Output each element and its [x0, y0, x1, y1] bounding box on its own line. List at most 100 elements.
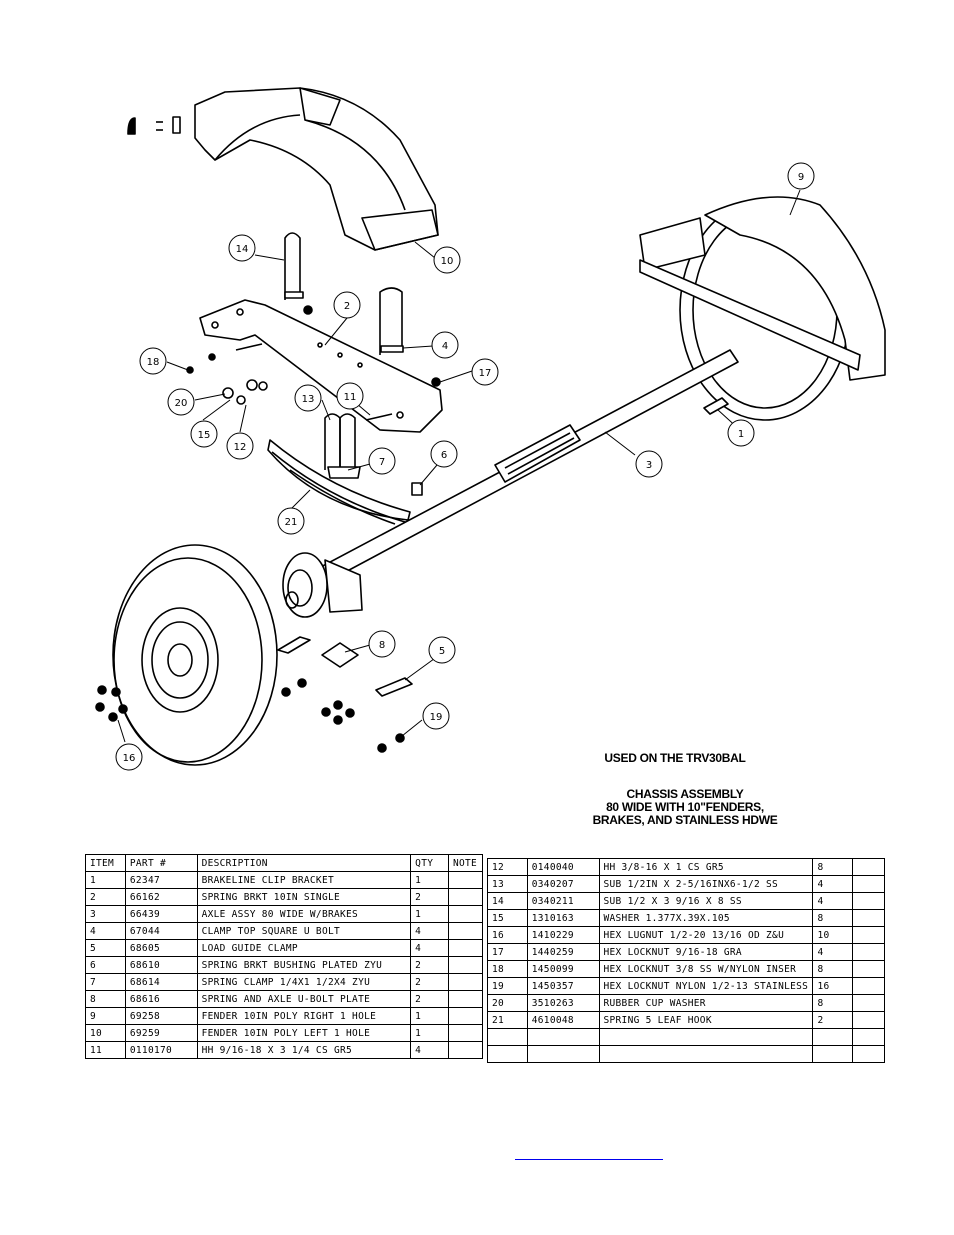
qty-cell: [812, 1028, 854, 1046]
item-cell: 21: [487, 1011, 528, 1029]
assembly-title-block: CHASSIS ASSEMBLY 80 WIDE WITH 10"FENDERS…: [560, 788, 810, 827]
svg-text:8: 8: [379, 640, 385, 651]
qty-cell: 8: [812, 858, 854, 876]
note-cell: [852, 926, 885, 944]
qty-cell: 2: [410, 888, 449, 906]
description-cell: CLAMP TOP SQUARE U BOLT: [196, 922, 412, 940]
note-cell: [852, 1028, 885, 1046]
header-qty: QTY: [410, 854, 449, 872]
part-number-cell: 69258: [124, 1007, 198, 1025]
callout-12: 12: [226, 432, 254, 460]
note-cell: [852, 994, 885, 1012]
header-item: ITEM: [85, 854, 126, 872]
callout-6: 6: [430, 440, 458, 468]
description-cell: HEX LUGNUT 1/2-20 13/16 OD Z&U: [598, 926, 814, 944]
note-cell: [852, 943, 885, 961]
callout-17: 17: [471, 358, 499, 386]
qty-cell: 16: [812, 977, 854, 995]
item-cell: 1: [85, 871, 126, 889]
exploded-assembly-drawing: 1 2 3 4 5 6 7 8 9 10 11 12 13 14 15 16 1…: [95, 87, 886, 771]
callout-4: 4: [431, 331, 459, 359]
table-row: [487, 1045, 885, 1063]
qty-cell: 1: [410, 905, 449, 923]
item-cell: 11: [85, 1041, 126, 1059]
note-cell: [448, 1007, 483, 1025]
svg-text:9: 9: [798, 172, 804, 183]
note-cell: [448, 939, 483, 957]
svg-text:11: 11: [344, 392, 357, 403]
item-cell: 3: [85, 905, 126, 923]
item-cell: [487, 1028, 528, 1046]
part-number-cell: [526, 1045, 600, 1063]
qty-cell: 4: [812, 943, 854, 961]
qty-cell: 2: [410, 973, 449, 991]
part-number-cell: 0340207: [526, 875, 600, 893]
part-number-cell: 0110170: [124, 1041, 198, 1059]
qty-cell: 4: [812, 892, 854, 910]
qty-cell: 1: [410, 1024, 449, 1042]
note-cell: [852, 977, 885, 995]
item-cell: 9: [85, 1007, 126, 1025]
svg-text:5: 5: [439, 646, 445, 657]
svg-text:16: 16: [123, 753, 136, 764]
qty-cell: 2: [410, 956, 449, 974]
qty-cell: 2: [812, 1011, 854, 1029]
svg-text:14: 14: [236, 244, 249, 255]
note-cell: [448, 973, 483, 991]
item-cell: 13: [487, 875, 528, 893]
hub-and-brake: [282, 552, 363, 618]
part-number-cell: 1450099: [526, 960, 600, 978]
description-cell: SPRING AND AXLE U-BOLT PLATE: [196, 990, 412, 1008]
callout-balloons: 1 2 3 4 5 6 7 8 9 10 11 12 13 14 15 16 1…: [115, 162, 815, 771]
description-cell: SPRING BRKT BUSHING PLATED ZYU: [196, 956, 412, 974]
header-description: DESCRIPTION: [196, 854, 412, 872]
item-cell: 18: [487, 960, 528, 978]
part-number-cell: 67044: [124, 922, 198, 940]
qty-cell: 2: [410, 990, 449, 1008]
title-line-2: 80 WIDE WITH 10"FENDERS,: [606, 800, 764, 814]
item-cell: 12: [487, 858, 528, 876]
note-cell: [852, 1045, 885, 1063]
header-part: PART #: [124, 854, 198, 872]
title-line-3: BRAKES, AND STAINLESS HDWE: [592, 813, 778, 827]
svg-text:17: 17: [479, 368, 492, 379]
callout-19: 19: [422, 702, 450, 730]
callout-18: 18: [139, 347, 167, 375]
part-number-cell: 4610048: [526, 1011, 600, 1029]
footer-link-underline[interactable]: [515, 1159, 663, 1160]
svg-text:2: 2: [344, 301, 350, 312]
note-cell: [448, 922, 483, 940]
note-cell: [852, 875, 885, 893]
description-cell: [598, 1045, 814, 1063]
part-number-cell: 1310163: [526, 909, 600, 927]
part-number-cell: 62347: [124, 871, 198, 889]
small-hardware: [186, 305, 729, 496]
description-cell: HEX LOCKNUT NYLON 1/2-13 STAINLESS: [598, 977, 814, 995]
part-number-cell: 66439: [124, 905, 198, 923]
qty-cell: 4: [410, 1041, 449, 1059]
svg-text:18: 18: [147, 357, 160, 368]
item-cell: 10: [85, 1024, 126, 1042]
callout-2: 2: [333, 291, 361, 319]
description-cell: HH 9/16-18 X 3 1/4 CS GR5: [196, 1041, 412, 1059]
svg-text:15: 15: [198, 430, 211, 441]
table-header-row: ITEM PART # DESCRIPTION QTY NOTE: [85, 854, 483, 872]
note-cell: [852, 892, 885, 910]
svg-text:19: 19: [430, 712, 443, 723]
item-cell: [487, 1045, 528, 1063]
svg-text:4: 4: [442, 341, 448, 352]
item-cell: 16: [487, 926, 528, 944]
note-cell: [448, 888, 483, 906]
